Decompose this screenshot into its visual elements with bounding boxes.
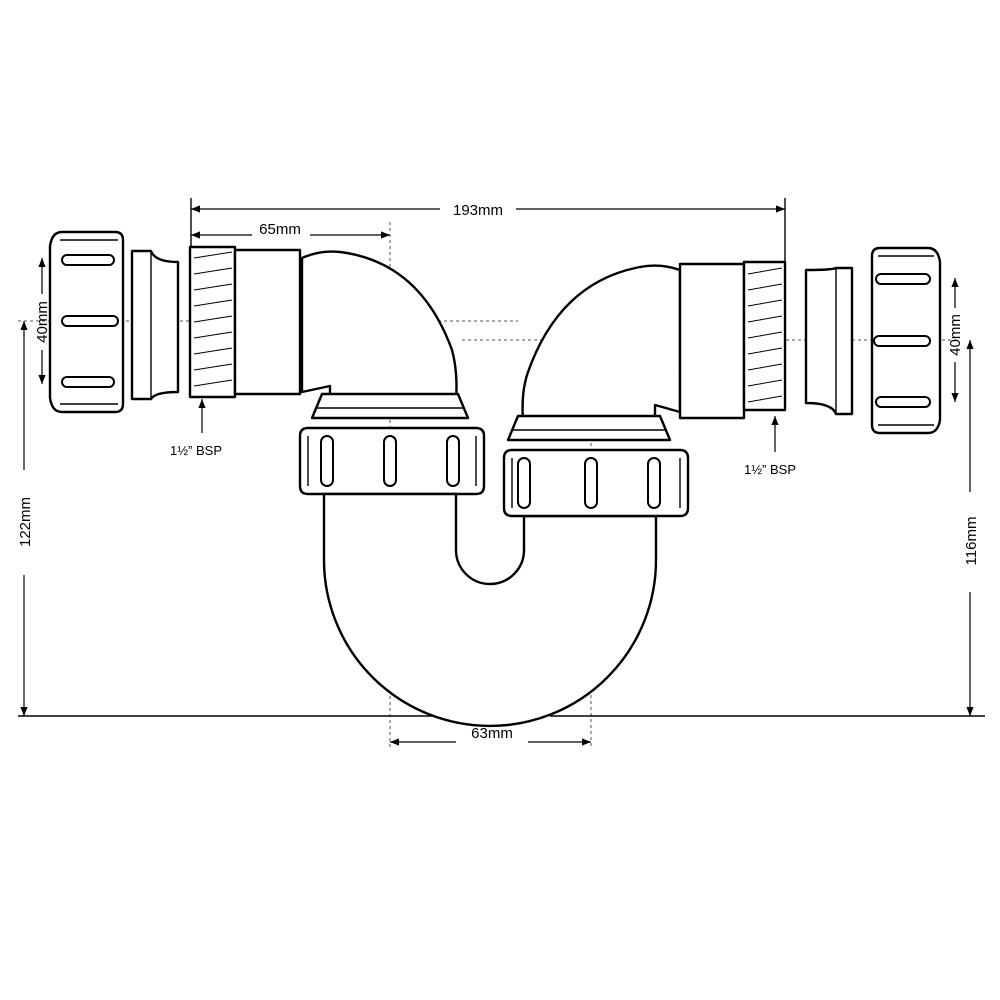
- left-thread-label: 1½” BSP: [170, 443, 222, 458]
- left-diameter-label: 40mm: [34, 301, 51, 343]
- right-outlet-elbow: [506, 260, 787, 442]
- left-compression-nut: [48, 230, 125, 414]
- u-bend: [322, 492, 658, 728]
- left-height-label: 122mm: [17, 497, 34, 547]
- left-washer: [130, 249, 180, 401]
- dimension-lines: [20, 205, 974, 746]
- center-spacing-label: 63mm: [471, 725, 513, 742]
- right-compression-nut: [870, 246, 942, 435]
- inlet-length-label: 65mm: [259, 221, 301, 238]
- left-inlet-elbow: [188, 245, 470, 420]
- right-thread-label: 1½” BSP: [744, 462, 796, 477]
- right-washer: [804, 266, 854, 416]
- left-thread-lines: [193, 251, 233, 387]
- right-union-nut: [502, 448, 690, 518]
- right-thread-lines: [747, 267, 783, 403]
- right-diameter-label: 40mm: [947, 314, 964, 356]
- overall-width-label: 193mm: [453, 202, 503, 219]
- left-union-nut: [298, 426, 486, 496]
- right-height-label: 116mm: [963, 517, 980, 566]
